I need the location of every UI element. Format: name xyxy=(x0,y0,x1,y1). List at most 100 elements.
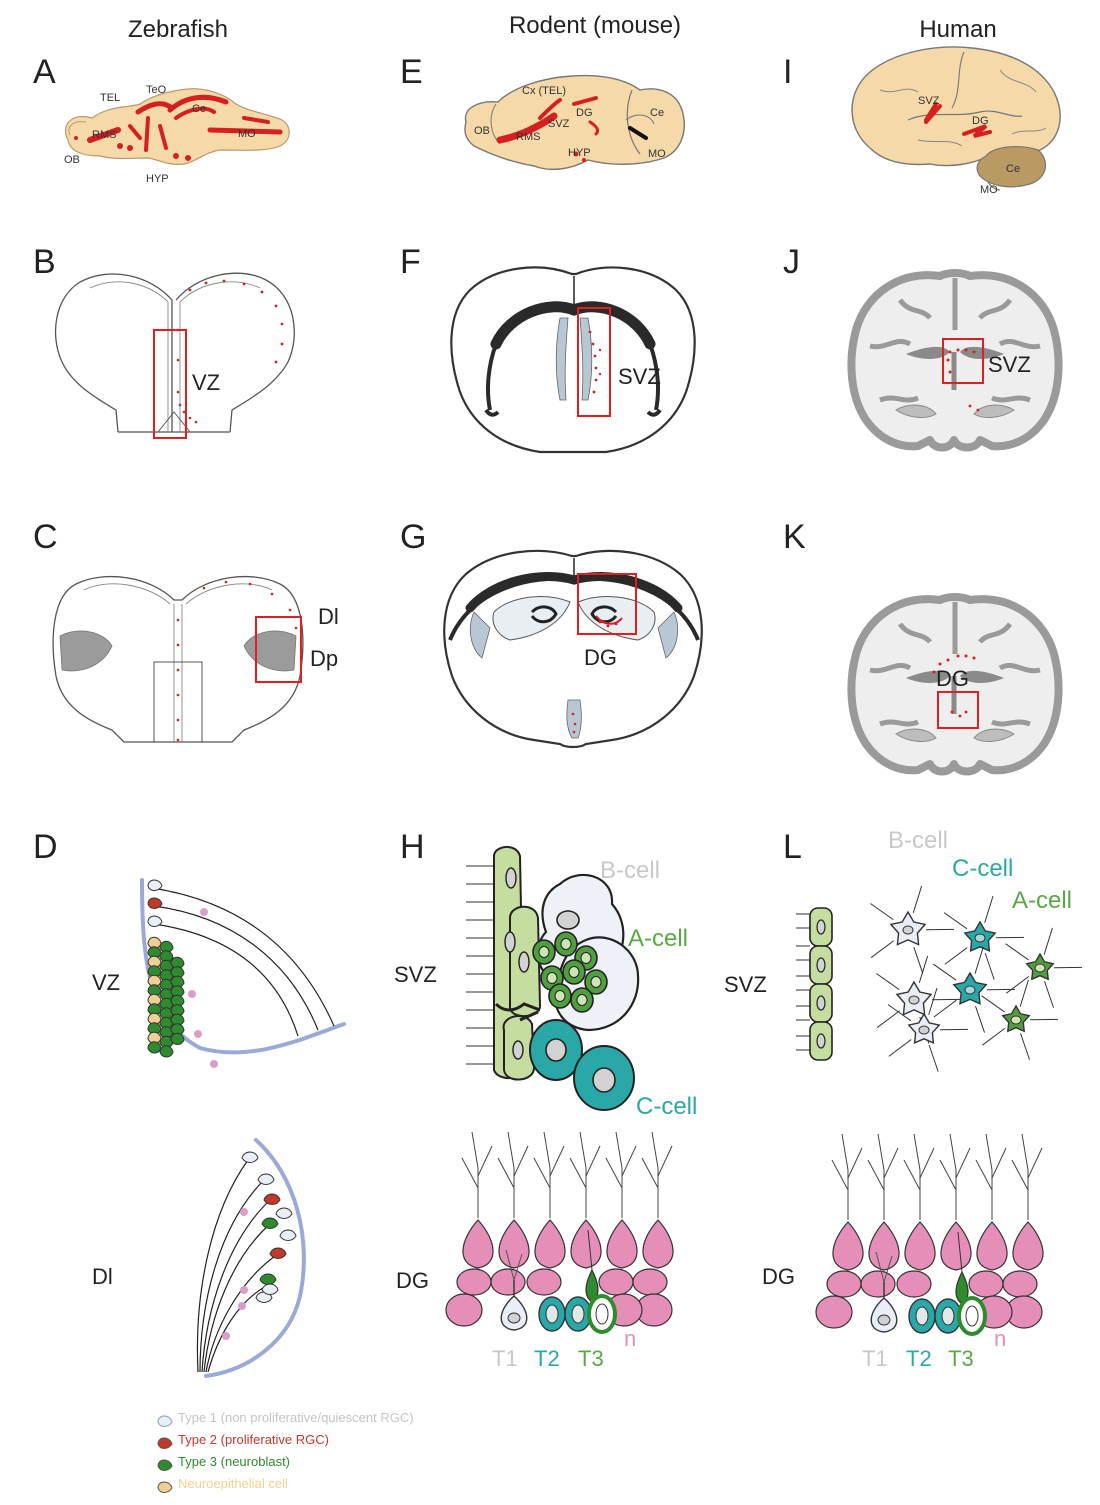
label-dl-d: Dl xyxy=(92,1264,113,1289)
panel-label-B: B xyxy=(33,243,56,281)
zf-label-ce: Ce xyxy=(192,103,206,115)
legend-marker-type3-icon xyxy=(157,1459,173,1471)
panel-label-K: K xyxy=(783,518,806,556)
label-b-cell-l: B-cell xyxy=(888,827,948,854)
zf-label-mo: MO xyxy=(238,128,256,140)
label-svz-f: SVZ xyxy=(618,364,661,389)
a-cell-process xyxy=(1006,975,1030,994)
human-section-svz: SVZ xyxy=(847,269,1063,452)
zebrafish-section-vz: VZ xyxy=(55,272,295,439)
label-t2-l: T2 xyxy=(906,1346,932,1371)
a-cell-nucleus xyxy=(554,990,566,1002)
type3-cell-icon xyxy=(147,1041,162,1054)
dendrite xyxy=(641,1131,673,1218)
t3-nucleus xyxy=(965,1305,979,1327)
a-cell-nucleus xyxy=(1034,963,1046,973)
a-cell-process xyxy=(1019,979,1029,1007)
zebrafish-brain-illustration: TEL TeO Ce RMS MO OB HYP xyxy=(64,84,290,185)
dendrite xyxy=(831,1133,863,1220)
b-cell-process xyxy=(870,940,894,958)
type3-cell-icon xyxy=(159,1045,174,1058)
b-cell-process xyxy=(912,885,923,913)
legend-label-type3: Type 3 (neuroblast) xyxy=(178,1454,290,1469)
legend-item-neuroepithelial: Neuroepithelial cell xyxy=(157,1476,288,1493)
t3-process xyxy=(957,1231,963,1273)
c-cell-process xyxy=(932,963,957,981)
dendrite xyxy=(975,1133,1007,1220)
mouse-section-dg: DG xyxy=(443,549,703,749)
dendrite xyxy=(533,1131,565,1218)
legend-item-type3: Type 3 (neuroblast) xyxy=(157,1454,290,1471)
dendrite xyxy=(867,1133,899,1220)
granule-neuron xyxy=(642,1219,674,1269)
human-label-dg: DG xyxy=(972,115,989,127)
mouse-svz-niche: B-cell A-cell C-cell SVZ xyxy=(394,846,697,1120)
granule-neuron xyxy=(456,1268,492,1296)
granule-neuron xyxy=(968,1270,1004,1298)
zf-label-rms: RMS xyxy=(92,129,116,141)
human-label-mo: MO xyxy=(980,184,998,196)
a-cell-nucleus xyxy=(560,938,572,950)
legend-marker-type1-icon xyxy=(157,1415,173,1428)
legend-item-type2: Type 2 (proliferative RGC) xyxy=(157,1432,329,1449)
mouse-label-mo: MO xyxy=(648,148,666,160)
label-a-cell-l: A-cell xyxy=(1012,887,1072,914)
panel-label-C: C xyxy=(33,518,58,556)
label-b-cell-h: B-cell xyxy=(600,857,660,884)
zf-label-tel: TEL xyxy=(100,92,120,104)
mouse-label-ob: OB xyxy=(474,125,490,137)
c-cell-process xyxy=(974,946,984,974)
a-cell-process xyxy=(1005,943,1029,961)
granule-neuron xyxy=(606,1219,638,1269)
legend-label-type1: Type 1 (non proliferative/quiescent RGC) xyxy=(178,1410,414,1425)
label-t3-h: T3 xyxy=(578,1346,604,1371)
a-cell-nucleus xyxy=(590,976,602,988)
c-cell-process xyxy=(943,912,968,930)
label-svz-j: SVZ xyxy=(988,352,1031,377)
type1-cell-icon xyxy=(147,879,163,927)
mouse-section-svz: SVZ xyxy=(450,266,696,454)
column-title-human: Human xyxy=(919,16,996,43)
granule-neuron xyxy=(598,1268,634,1296)
granule-neuron xyxy=(1002,1270,1038,1298)
panel-label-F: F xyxy=(400,243,421,281)
zebrafish-vz-niche: VZ xyxy=(92,878,346,1068)
vz-cell-stack xyxy=(147,936,185,1058)
mouse-dg-niche xyxy=(445,1131,674,1334)
t2-nucleus xyxy=(915,1306,929,1326)
zebrafish-section-dl-dp: Dl Dp xyxy=(52,575,339,743)
zf-label-teo: TeO xyxy=(146,84,167,96)
human-label-ce: Ce xyxy=(1006,163,1020,175)
granule-neuron xyxy=(868,1221,900,1271)
c-cell-process xyxy=(975,1005,985,1033)
panel-label-H: H xyxy=(400,828,425,866)
granule-neuron xyxy=(940,1221,972,1271)
c-cell-process xyxy=(944,947,968,965)
t2-nucleus xyxy=(941,1306,955,1326)
mouse-brain-illustration: Cx (TEL) DG SVZ Ce OB RMS HYP MO xyxy=(464,74,685,171)
granule-neuron xyxy=(1012,1221,1044,1271)
granule-neuron xyxy=(498,1219,530,1269)
c-cell-process xyxy=(984,895,994,923)
b-cell-process xyxy=(876,973,900,991)
granule-neuron xyxy=(534,1219,566,1269)
c-cell-process xyxy=(933,999,957,1018)
t3-process xyxy=(587,1229,593,1271)
panel-label-A: A xyxy=(33,53,56,91)
a-cell-nucleus xyxy=(576,994,588,1006)
label-svz-l: SVZ xyxy=(724,972,767,997)
a-cell-cluster xyxy=(532,931,608,1013)
b-cell-process xyxy=(928,1044,939,1072)
dendrite xyxy=(1011,1133,1043,1220)
legend-item-type1: Type 1 (non proliferative/quiescent RGC) xyxy=(157,1410,414,1428)
dendrite xyxy=(461,1131,493,1218)
c-cell-nucleus xyxy=(974,933,986,943)
granule-neuron xyxy=(832,1221,864,1271)
label-dg-g: DG xyxy=(584,645,617,670)
mouse-label-rms: RMS xyxy=(516,131,540,143)
mouse-label-hyp: HYP xyxy=(568,147,591,159)
b-cell-process xyxy=(887,1004,912,1022)
b-cell-process xyxy=(928,987,938,1015)
zf-label-ob: OB xyxy=(64,154,80,166)
t1-process xyxy=(875,1251,893,1283)
